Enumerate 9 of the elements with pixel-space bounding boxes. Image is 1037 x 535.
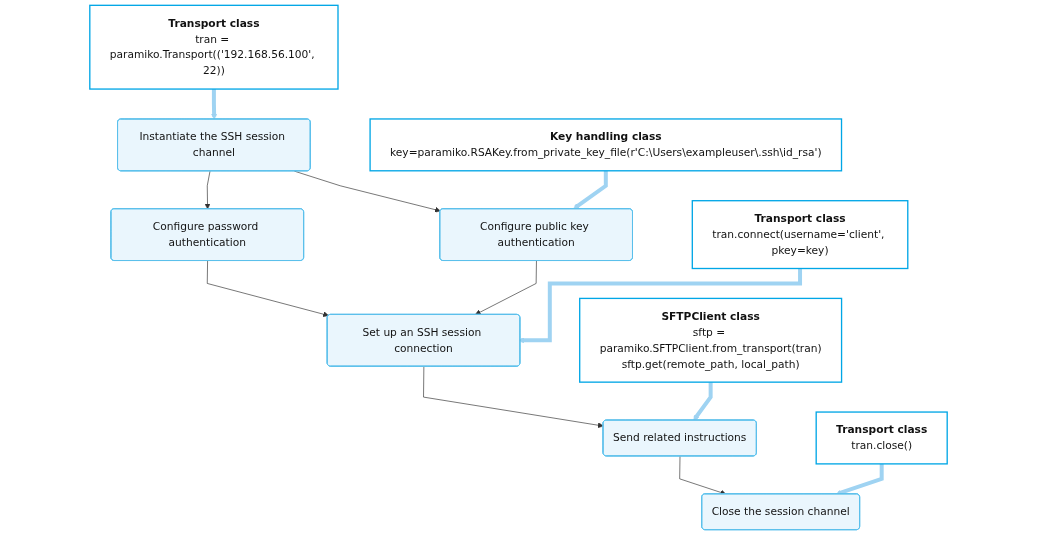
arrow [573, 170, 608, 210]
node-box: Key handling class key=paramiko.RSAKey.from_private_key_file(r'C:\Users\exampleuser\.ssh\id_rsa') [369, 118, 843, 172]
arrow [211, 89, 218, 120]
node-box: SFTPClient class sftp = paramiko.SFTPClient.from_transport(tran) sftp.get(remote_path, local_path) [579, 297, 843, 383]
node-box: Transport class tran.close() [815, 411, 948, 465]
node-box: Transport class tran.connect(username='client', pkey=key) [691, 200, 909, 270]
node-box: Transport class tran = paramiko.Transport(('192.168.56.100', 22)) [89, 4, 339, 90]
arrow [518, 268, 803, 344]
arrow [693, 382, 713, 421]
